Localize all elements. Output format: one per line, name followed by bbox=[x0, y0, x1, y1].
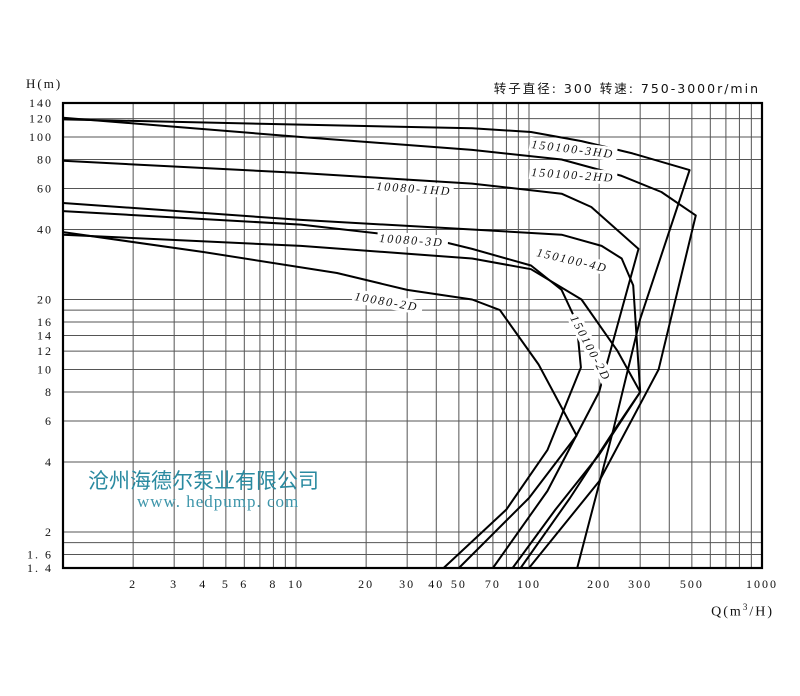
chart-grid bbox=[63, 103, 762, 568]
curve-150100-2D bbox=[62, 233, 642, 569]
curve-150100-2HD bbox=[62, 116, 697, 569]
curve-label-text: 10080-1HD bbox=[376, 179, 452, 198]
curve-label: 150100-2HD bbox=[528, 164, 618, 185]
y-axis-label: H(m) bbox=[26, 76, 63, 91]
curve-10080-2D bbox=[62, 231, 578, 569]
y-tick-label: 14 bbox=[37, 329, 53, 343]
y-tick-label: 20 bbox=[37, 292, 53, 306]
x-tick-label: 1000 bbox=[746, 577, 778, 591]
y-tick-label: 10 bbox=[37, 362, 53, 376]
x-axis-label-tail: /H) bbox=[749, 604, 774, 620]
x-tick-label: 5 bbox=[222, 577, 230, 591]
x-axis-label-sup: 3 bbox=[742, 602, 750, 612]
x-tick-label: 2 bbox=[129, 577, 137, 591]
x-axis-label: Q(m3/H) bbox=[711, 602, 774, 621]
curve-label-text: 150100-2HD bbox=[531, 165, 615, 185]
y-tick-label: 12 bbox=[37, 344, 53, 358]
y-tick-label: 8 bbox=[45, 385, 53, 399]
x-tick-label: 8 bbox=[269, 577, 277, 591]
x-tick-label: 4 bbox=[199, 577, 207, 591]
x-tick-label: 20 bbox=[358, 577, 374, 591]
x-tick-label: 10 bbox=[288, 577, 304, 591]
y-tick-label: 80 bbox=[37, 153, 53, 167]
y-tick-label: 40 bbox=[37, 222, 53, 236]
x-axis-label-main: Q(m bbox=[711, 604, 743, 620]
y-tick-label: 16 bbox=[37, 315, 53, 329]
curve-10080-1HD bbox=[62, 159, 640, 569]
x-tick-label: 6 bbox=[240, 577, 248, 591]
chart-subtitle: 转子直径: 300 转速: 750-3000r/min bbox=[493, 81, 760, 96]
curve-label-text: 150100-4D bbox=[535, 245, 609, 275]
curve-label: 150100-4D bbox=[533, 244, 614, 277]
curve-label: 10080-1HD bbox=[373, 178, 454, 199]
x-tick-label: 70 bbox=[485, 577, 501, 591]
y-tick-label: 1. 6 bbox=[27, 548, 53, 562]
curve-150100-4D bbox=[62, 202, 642, 569]
x-tick-label: 40 bbox=[428, 577, 444, 591]
y-tick-label: 2 bbox=[45, 525, 53, 539]
curve-label: 150100-2D bbox=[566, 311, 617, 388]
curve-labels: 150100-3HD150100-2HD10080-1HD10080-3D150… bbox=[351, 136, 618, 388]
x-tick-label: 3 bbox=[170, 577, 178, 591]
x-tick-label: 100 bbox=[517, 577, 541, 591]
x-tick-label: 50 bbox=[451, 577, 467, 591]
curve-label-text: 10080-3D bbox=[379, 231, 444, 249]
curve-label: 10080-2D bbox=[351, 288, 424, 315]
x-tick-label: 200 bbox=[587, 577, 611, 591]
watermark-company: 沧州海德尔泵业有限公司 bbox=[88, 469, 319, 493]
curve-label-text: 150100-2D bbox=[567, 313, 613, 384]
y-tick-label: 120 bbox=[29, 112, 53, 126]
y-tick-label: 100 bbox=[29, 130, 53, 144]
x-tick-label: 30 bbox=[399, 577, 415, 591]
x-tick-label: 300 bbox=[628, 577, 652, 591]
x-tick-label: 500 bbox=[680, 577, 704, 591]
y-tick-label: 60 bbox=[37, 182, 53, 196]
y-tick-label: 4 bbox=[45, 455, 53, 469]
y-tick-label: 6 bbox=[45, 414, 53, 428]
plot-frame bbox=[61, 101, 764, 570]
y-tick-label: 140 bbox=[29, 96, 53, 110]
watermark-url: www. hedpump. com bbox=[137, 492, 300, 511]
curve-label: 10080-3D bbox=[376, 230, 449, 250]
y-tick-label: 1. 4 bbox=[27, 561, 53, 575]
